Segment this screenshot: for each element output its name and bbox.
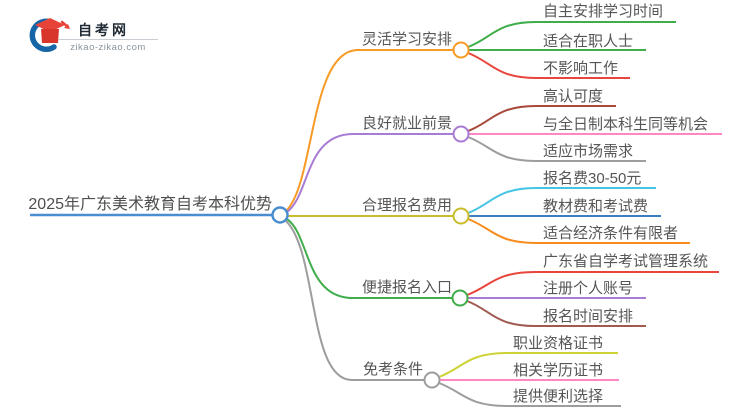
child-2-1-label: 高认可度 — [543, 88, 604, 105]
wire-2-1 — [467, 105, 616, 132]
child-2-2-label: 与全日制本科生同等机会 — [543, 116, 709, 133]
child-1-1-label: 自主安排学习时间 — [543, 3, 664, 20]
child-5-3-label: 提供便利选择 — [513, 388, 604, 405]
branch-2-label: 良好就业前景 — [361, 115, 452, 132]
trunk-5 — [285, 220, 424, 381]
child-3-2-label: 教材费和考试费 — [543, 198, 649, 215]
child-4-2-label: 注册个人账号 — [543, 280, 634, 297]
child-1-2-label: 适合在职人士 — [543, 33, 634, 50]
wire-4-1 — [466, 271, 719, 296]
logo-domain: zikao-zikao.com — [70, 42, 146, 53]
child-4-1-label: 广东省自学考试管理系统 — [543, 253, 709, 270]
branch-4-label: 便捷报名入口 — [361, 279, 452, 296]
branch-5-node[interactable] — [423, 371, 441, 389]
root-label: 2025年广东美术教育自考本科优势 — [28, 196, 272, 213]
cap-tassel-arrow — [64, 24, 70, 29]
branch-3-label: 合理报名费用 — [361, 197, 452, 214]
wire-5-3 — [438, 382, 621, 407]
child-2-3-label: 适应市场需求 — [543, 143, 634, 160]
wire-4-3 — [466, 300, 646, 327]
graduation-cap-icon — [29, 18, 70, 52]
wire-1-3 — [467, 52, 630, 79]
branch-4-node[interactable] — [451, 289, 469, 307]
branch-2-node[interactable] — [452, 125, 470, 143]
child-3-3-label: 适合经济条件有限者 — [543, 225, 679, 242]
wire-3-1 — [467, 187, 656, 214]
child-5-1-label: 职业资格证书 — [513, 335, 604, 352]
logo-title: 自考网 — [78, 22, 129, 38]
branch-1-node[interactable] — [452, 41, 470, 59]
cap-base-shape — [41, 29, 59, 43]
cap-top-shape — [35, 18, 65, 32]
site-logo[interactable]: 自考网 zikao-zikao.com — [24, 12, 174, 60]
child-4-3-label: 报名时间安排 — [543, 308, 634, 325]
child-1-3-label: 不影响工作 — [543, 60, 619, 77]
trunk-1 — [286, 49, 453, 211]
trunk-2 — [286, 133, 453, 213]
branch-3-node[interactable] — [452, 207, 470, 225]
child-5-2-label: 相关学历证书 — [513, 362, 604, 379]
trunk-4 — [286, 218, 452, 299]
wire-2-3 — [467, 136, 646, 162]
branch-1-label: 灵活学习安排 — [361, 31, 452, 48]
wire-5-1 — [438, 352, 618, 378]
wire-1-1 — [467, 21, 676, 48]
root-node[interactable] — [271, 206, 289, 224]
logo-divider — [58, 39, 158, 40]
branch-5-label: 免考条件 — [362, 361, 423, 378]
child-3-1-label: 报名费30-50元 — [543, 170, 642, 187]
wire-3-3 — [467, 218, 690, 244]
